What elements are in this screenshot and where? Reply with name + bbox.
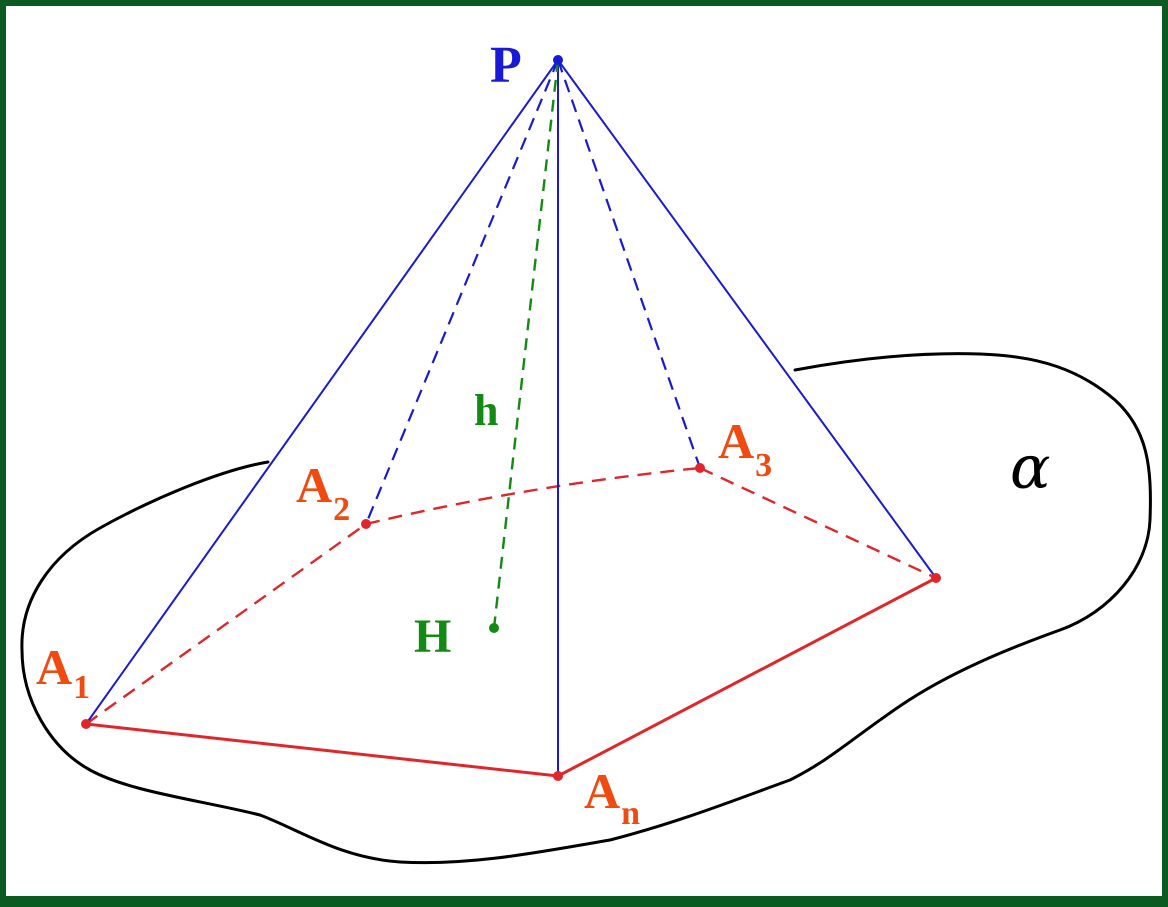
label-a3: A3 — [718, 413, 772, 484]
label-plane-alpha: α — [1010, 433, 1051, 503]
edge-p-a4 — [557, 59, 937, 579]
label-a2-sub: 2 — [333, 491, 350, 528]
label-a1-main: A — [36, 639, 72, 695]
point-h — [489, 623, 499, 633]
label-a2: A2 — [296, 457, 350, 528]
height-segment — [492, 59, 560, 629]
label-a1-sub: 1 — [73, 669, 90, 706]
label-a3-sub: 3 — [755, 447, 772, 484]
edge-p-a3 — [556, 59, 702, 469]
vertex-p — [553, 55, 563, 65]
vertex-a4 — [931, 573, 941, 583]
label-a3-main: A — [718, 413, 754, 469]
edge-a1-an — [85, 722, 559, 778]
edge-p-a1 — [85, 59, 559, 725]
plane-alpha-outline — [20, 352, 1152, 865]
label-a2-main: A — [296, 457, 332, 513]
label-h-height: h — [474, 386, 498, 435]
visible-lateral-edges — [85, 59, 937, 776]
drawing-area — [6, 6, 1162, 896]
label-an: An — [584, 763, 640, 832]
vertex-a3 — [695, 463, 705, 473]
label-p: P — [490, 37, 522, 94]
vertex-a2 — [361, 519, 371, 529]
label-a1: A1 — [36, 639, 90, 706]
vertex-a1 — [81, 719, 91, 729]
visible-base-edges — [85, 576, 937, 778]
label-an-main: A — [584, 763, 620, 819]
edge-an-a4 — [557, 576, 937, 778]
label-h-foot: H — [414, 610, 451, 663]
edge-a3-a4 — [699, 466, 937, 580]
hidden-base-edges — [85, 466, 937, 725]
vertex-an — [553, 771, 563, 781]
edge-a2-a3 — [365, 466, 701, 526]
edge-a1-a2 — [85, 523, 367, 725]
hidden-lateral-edges — [364, 59, 702, 525]
label-an-sub: n — [621, 795, 640, 832]
